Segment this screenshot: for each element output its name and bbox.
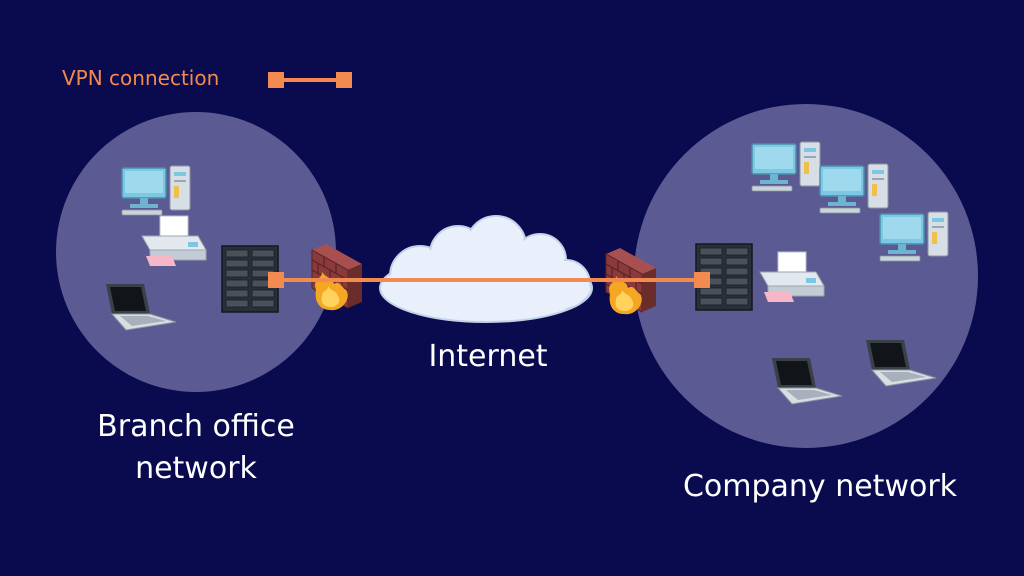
branch-network-label-line1: Branch office: [97, 409, 295, 444]
cloud-icon: [379, 215, 593, 323]
vpn-connection-line: [268, 272, 710, 288]
branch-network-label: Branch office network: [46, 406, 346, 490]
branch-network-label-line2: network: [135, 451, 257, 486]
internet-label: Internet: [428, 339, 548, 374]
vpn-endpoint-branch: [268, 272, 284, 288]
desktop-computer-icon: [819, 163, 889, 214]
firewall-icon: [311, 243, 363, 311]
desktop-computer-icon: [121, 165, 191, 216]
company-network-label: Company network: [682, 469, 958, 504]
vpn-endpoint-company: [694, 272, 710, 288]
legend-vpn-line-icon: [268, 72, 352, 88]
desktop-computer-icon: [879, 211, 949, 262]
legend-label: VPN connection: [62, 66, 220, 90]
desktop-computer-icon: [751, 141, 821, 192]
